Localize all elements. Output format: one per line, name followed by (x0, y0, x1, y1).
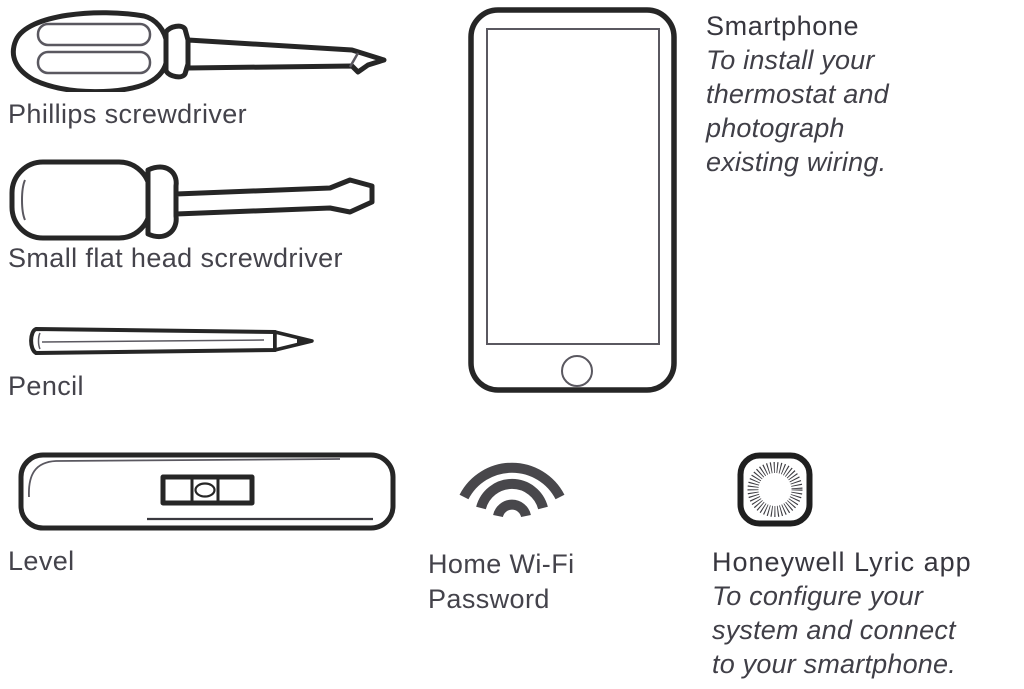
smartphone-title: Smartphone (706, 11, 860, 41)
smartphone-text-block: Smartphone To install your thermostat an… (706, 10, 889, 179)
flathead-handle (9, 159, 153, 241)
lyric-app-title: Honeywell Lyric app (712, 547, 972, 577)
lyric-app-squircle (737, 452, 813, 527)
phillips-collar (163, 23, 191, 80)
lyric-desc-line: to your smartphone. (712, 649, 956, 679)
flathead-ferrule (145, 164, 179, 240)
pencil-graphite (297, 336, 312, 346)
wifi-label-line1: Home Wi-Fi (428, 549, 575, 579)
level-vial (160, 474, 255, 506)
lyric-app-icon (737, 452, 813, 527)
smartphone-illustration (468, 7, 677, 393)
phone-screen (486, 28, 660, 345)
level-label: Level (8, 546, 75, 576)
flat-head-screwdriver-label: Small flat head screwdriver (8, 243, 343, 273)
phone-home-button (561, 355, 593, 387)
wifi-arc-inner (493, 499, 531, 518)
smartphone-desc-line: To install your (706, 45, 875, 75)
pencil-facet-line (41, 339, 265, 343)
smartphone-desc-line: thermostat and (706, 79, 889, 109)
phillips-grip-groove (36, 50, 152, 75)
lyric-desc-line: system and connect (712, 615, 956, 645)
level-illustration (18, 452, 396, 531)
wifi-icon (459, 462, 565, 518)
phillips-tip-notch (348, 52, 360, 68)
pencil-label: Pencil (8, 371, 84, 401)
wifi-label-line2: Password (428, 584, 550, 614)
smartphone-desc-line: photograph (706, 113, 845, 143)
smartphone-desc-line: existing wiring. (706, 147, 887, 177)
wifi-label: Home Wi-Fi Password (428, 547, 575, 617)
phillips-shaft (185, 37, 387, 75)
wifi-arc-middle (476, 478, 548, 510)
lyric-app-text-block: Honeywell Lyric app To configure your sy… (712, 546, 972, 681)
flat-head-screwdriver-illustration (9, 159, 375, 241)
flathead-handle-highlight (21, 179, 26, 221)
flathead-shaft (173, 177, 375, 217)
level-bubble (194, 482, 216, 498)
wifi-arc-outer (459, 462, 565, 500)
pencil-illustration (29, 327, 314, 355)
phillips-grip-groove (36, 22, 152, 47)
level-inner-highlight (28, 458, 341, 498)
pencil-wood-tip (273, 330, 314, 352)
lyric-desc-line: To configure your (712, 581, 924, 611)
phillips-screwdriver-illustration (10, 10, 387, 92)
phillips-screwdriver-label: Phillips screwdriver (8, 99, 248, 129)
lyric-radial-ring (747, 462, 803, 517)
phone-body (468, 7, 677, 393)
pencil-end-cap-line (37, 332, 41, 350)
